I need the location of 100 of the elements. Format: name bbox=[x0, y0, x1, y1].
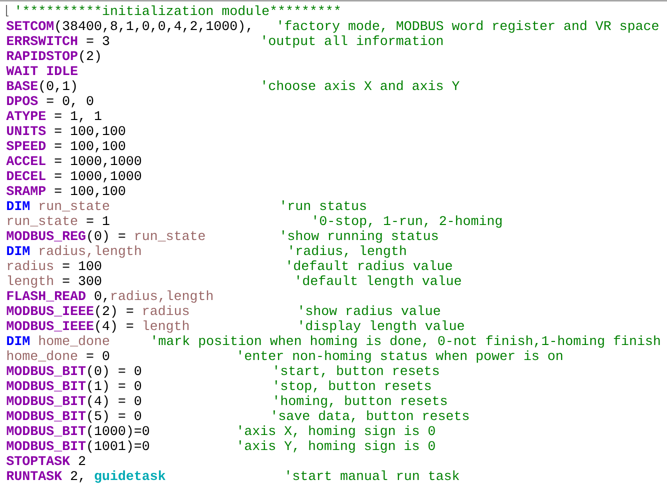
code-text: (1000)=0 bbox=[88, 425, 150, 438]
code-text: (2) = bbox=[96, 305, 134, 318]
code-keyword: RAPIDSTOP bbox=[7, 51, 78, 60]
code-text: = 1000,1000 bbox=[54, 156, 142, 168]
code-keyword: BASE bbox=[7, 81, 38, 90]
code-comment: 'enter non-homing status when power is on bbox=[239, 350, 562, 363]
code-comment: 'factory mode, MODBUS word register and VR space bbox=[279, 20, 658, 33]
code-comment: * bbox=[335, 5, 340, 10]
code-text: = 0, 0 bbox=[46, 96, 94, 108]
code-comment: 'show radius value bbox=[300, 305, 440, 316]
code-keyword: DECEL bbox=[7, 171, 46, 180]
code-variable: radius bbox=[8, 260, 53, 270]
code-comment: 'choose axis X and axis Y bbox=[263, 80, 460, 90]
code-comment: 'start, button resets bbox=[275, 365, 439, 378]
code-keyword: WAIT IDLE bbox=[6, 66, 78, 75]
code-comment: '0-stop, 1-run, 2-homing bbox=[314, 215, 502, 228]
code-comment: * bbox=[24, 5, 29, 10]
code-comment: * bbox=[311, 5, 316, 10]
code-variable: radius,length bbox=[112, 290, 212, 303]
code-text: = 100,100 bbox=[54, 141, 126, 152]
code-keyword: DPOS bbox=[7, 96, 38, 106]
code-comment: 'homing, button resets bbox=[275, 395, 447, 408]
code-keyword: MODBUS_REG bbox=[6, 231, 86, 242]
code-comment: 'show running status bbox=[282, 230, 438, 243]
code-variable: length bbox=[144, 320, 189, 333]
code-keyword: ERRSWITCH bbox=[7, 36, 78, 46]
code-text: = 3 bbox=[86, 36, 110, 46]
code-keyword: MODBUS_IEEE bbox=[6, 321, 94, 332]
code-keyword: DIM bbox=[7, 336, 30, 345]
code-text: (0) = bbox=[88, 230, 126, 243]
code-comment: 'default radius value bbox=[288, 260, 452, 270]
code-keyword: MODBUS_IEEE bbox=[6, 306, 94, 316]
code-variable: run_state bbox=[8, 216, 78, 226]
code-comment: 'axis X, homing sign is 0 bbox=[239, 425, 435, 438]
code-text: (0) = 0 bbox=[88, 365, 142, 378]
code-identifier: guidetask bbox=[94, 470, 166, 483]
code-keyword: FLASH_READ bbox=[7, 291, 86, 302]
code-text: 2, bbox=[70, 471, 83, 482]
code-comment: * bbox=[279, 5, 284, 10]
code-comment: 'output all information bbox=[263, 35, 443, 48]
code-keyword: DIM bbox=[7, 246, 30, 255]
code-keyword: STOPTASK bbox=[6, 456, 70, 466]
code-comment: 'start manual run task bbox=[287, 470, 460, 480]
code-keyword: MODBUS_BIT bbox=[6, 426, 86, 436]
code-keyword: MODBUS_BIT bbox=[6, 411, 86, 422]
code-comment: initialization module bbox=[102, 5, 269, 16]
code-text: = 1 bbox=[86, 216, 110, 225]
code-comment: * bbox=[88, 5, 92, 10]
code-comment: 'radius, length bbox=[290, 245, 406, 258]
code-text: (1) = 0 bbox=[88, 380, 142, 393]
code-variable: run_state bbox=[40, 201, 110, 212]
code-variable: radius bbox=[143, 305, 189, 316]
code-text: (4) = 0 bbox=[88, 395, 142, 408]
code-variable: length bbox=[8, 275, 53, 288]
code-text: (5) = 0 bbox=[88, 410, 142, 423]
code-text: = 1, 1 bbox=[54, 111, 102, 122]
code-comment: 'axis Y, homing sign is 0 bbox=[239, 440, 435, 453]
code-comment: * bbox=[287, 5, 292, 10]
code-comment: * bbox=[64, 5, 68, 10]
code-keyword: SETCOM bbox=[6, 21, 54, 30]
code-variable: home_done bbox=[39, 335, 110, 346]
code-comment: * bbox=[303, 5, 308, 10]
code-comment: * bbox=[295, 5, 300, 10]
code-comment: * bbox=[72, 5, 76, 10]
code-text: (2) bbox=[80, 50, 100, 63]
code-comment: 'display length value bbox=[300, 320, 464, 333]
code-comment: * bbox=[48, 5, 52, 10]
code-keyword: MODBUS_BIT bbox=[6, 396, 86, 406]
code-comment: * bbox=[271, 5, 276, 10]
code-comment: * bbox=[96, 5, 100, 10]
code-keyword: MODBUS_BIT bbox=[6, 381, 86, 392]
code-keyword: MODBUS_BIT bbox=[6, 441, 86, 452]
code-variable: home_done bbox=[7, 350, 78, 362]
code-text: = 1000,1000 bbox=[54, 171, 142, 182]
code-text: = 100,100 bbox=[54, 186, 126, 198]
code-text: = 100,100 bbox=[54, 126, 126, 138]
code-comment: * bbox=[327, 5, 332, 10]
code-variable: radius,length bbox=[40, 245, 141, 258]
code-text: = 0 bbox=[86, 351, 110, 360]
code-keyword: SPEED bbox=[6, 141, 46, 150]
code-comment: * bbox=[32, 5, 37, 10]
code-comment: * bbox=[80, 5, 84, 10]
code-comment: 'save data, button resets bbox=[273, 410, 469, 422]
code-text: (4) = bbox=[96, 320, 134, 333]
code-keyword: UNITS bbox=[7, 126, 46, 136]
code-text: (1001)=0 bbox=[88, 440, 150, 453]
code-text: 2 bbox=[78, 456, 86, 465]
code-text: = 100 bbox=[62, 261, 102, 270]
code-comment: 'run status bbox=[282, 200, 366, 210]
code-variable: run_state bbox=[135, 231, 205, 242]
code-comment: 'stop, button resets bbox=[275, 380, 431, 393]
code-keyword: ACCEL bbox=[6, 156, 46, 166]
code-keyword: ATYPE bbox=[6, 111, 46, 120]
code-comment: * bbox=[56, 5, 60, 10]
code-keyword: MODBUS_BIT bbox=[6, 366, 86, 376]
code-text: = 300 bbox=[62, 276, 102, 286]
code-text: 0, bbox=[94, 291, 106, 302]
code-keyword: RUNTASK bbox=[7, 471, 62, 480]
code-comment: 'default length value bbox=[297, 275, 461, 288]
code-keyword: DIM bbox=[7, 201, 30, 210]
